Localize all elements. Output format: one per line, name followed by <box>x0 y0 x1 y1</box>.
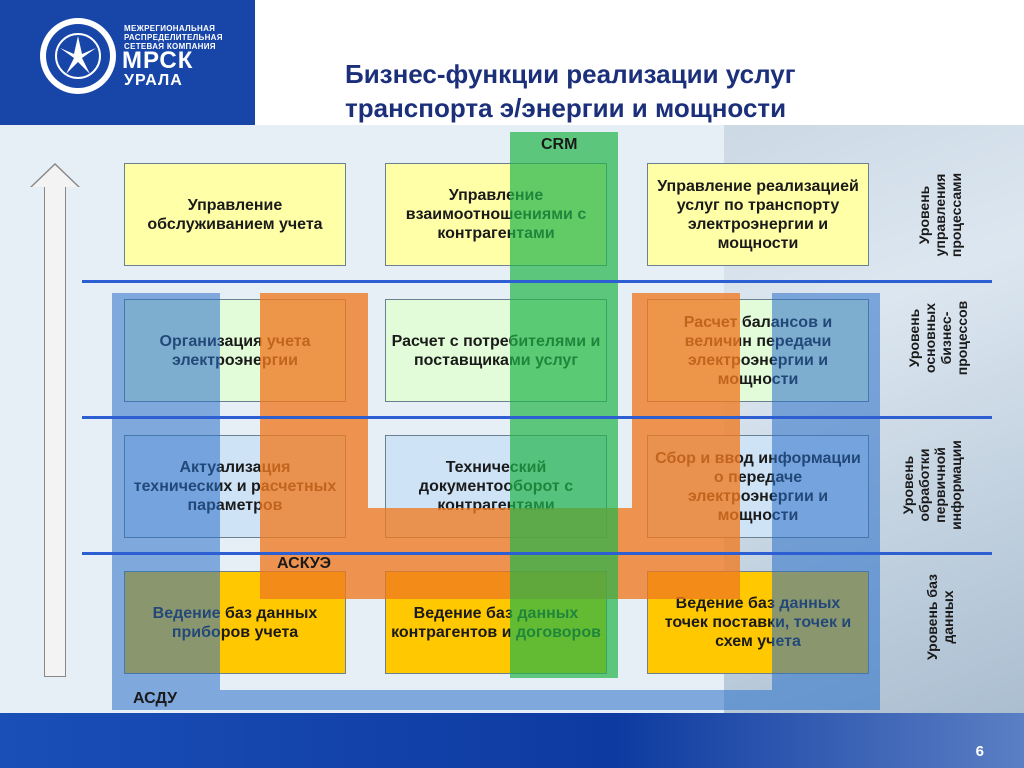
footer-band <box>0 713 1024 768</box>
asdu-label: АСДУ <box>133 690 178 707</box>
logo-sub-text: УРАЛА <box>124 72 183 89</box>
page-number: 6 <box>975 743 984 760</box>
asdu-band-left <box>112 293 220 710</box>
askue-band-left <box>260 293 368 599</box>
asdu-band-right <box>772 293 880 690</box>
level-label-business: Уровень основных бизнес-процессов <box>906 300 970 376</box>
level-label-primary-info: Уровень обработки первичной информации <box>900 440 964 530</box>
crm-band <box>510 132 618 678</box>
asdu-band-bottom <box>220 690 880 710</box>
page-title: Бизнес-функции реализации услуг транспор… <box>345 59 796 123</box>
logo-emblem-inner <box>46 24 110 88</box>
askue-band-right <box>632 293 740 599</box>
level-divider-1 <box>82 280 992 283</box>
box-transport-services: Управление реализацией услуг по транспор… <box>647 163 869 266</box>
upward-arrow-shaft <box>44 185 66 677</box>
level-label-databases: Уровень баз данных <box>924 574 956 661</box>
logo-tagline: МЕЖРЕГИОНАЛЬНАЯ РАСПРЕДЕЛИТЕЛЬНАЯ СЕТЕВА… <box>124 24 223 51</box>
box-service-accounting: Управление обслуживанием учета <box>124 163 346 266</box>
upward-arrow-head-fill <box>32 165 78 187</box>
crm-label: CRM <box>541 136 578 153</box>
level-divider-3 <box>82 552 992 555</box>
level-divider-2 <box>82 416 992 419</box>
askue-label: АСКУЭ <box>277 555 331 572</box>
level-label-management: Уровень управления процессами <box>916 172 964 258</box>
logo-main-text: МРСК <box>122 47 194 74</box>
